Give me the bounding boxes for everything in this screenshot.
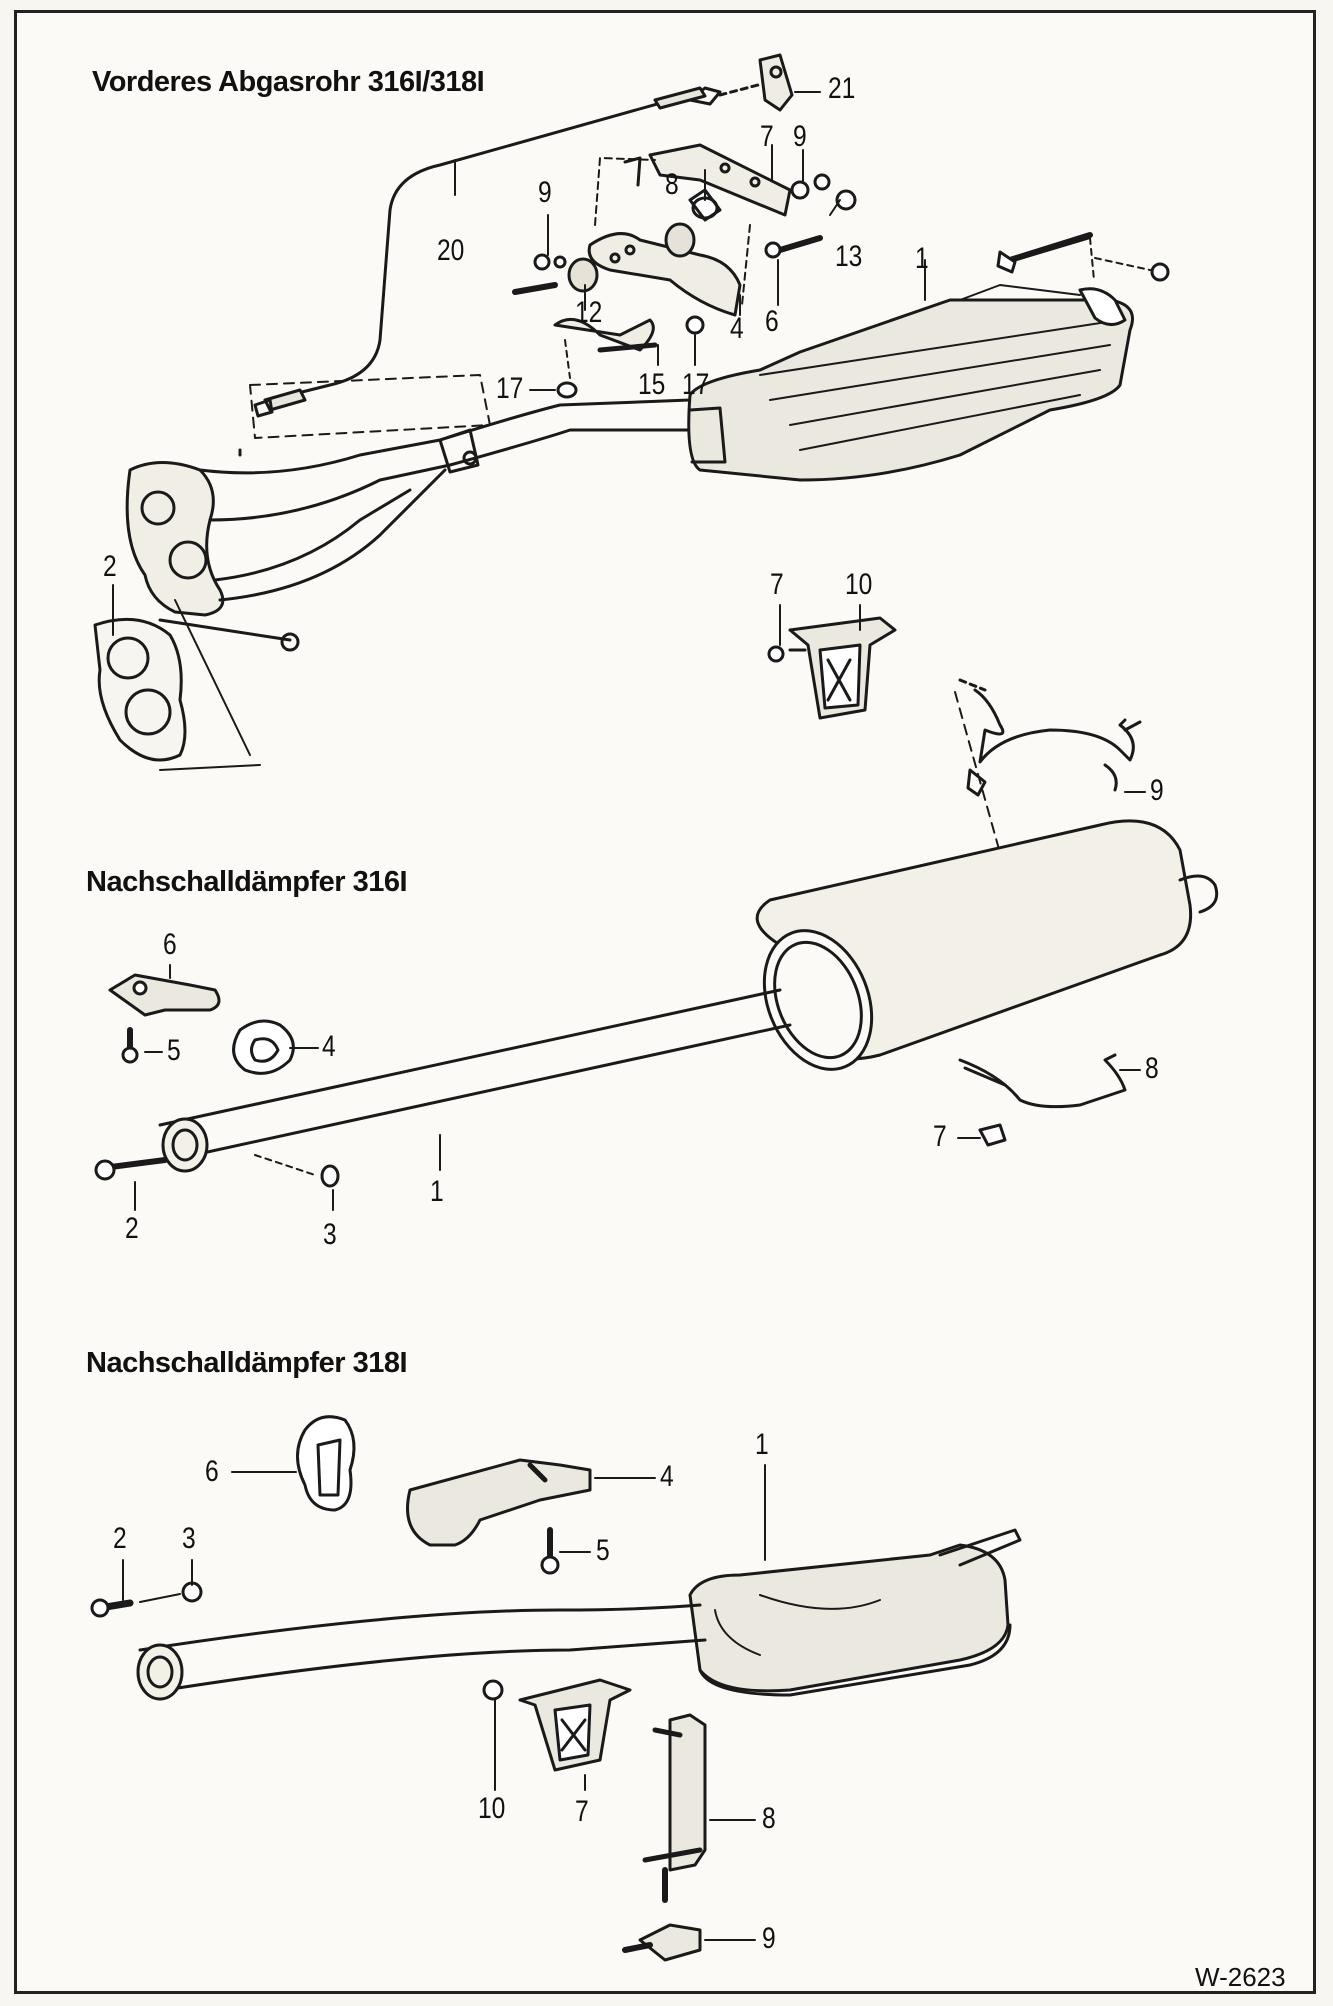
figure-id: W-2623 [1195,1962,1286,1992]
gasket-2 [93,599,300,771]
callout-label: 7 [760,120,774,153]
callout-label: 9 [793,120,807,153]
callout-label: 1 [915,242,929,275]
callout-label: 17 [496,372,524,405]
rear-318-hanger-7 [482,1678,632,1772]
callout-label: 10 [845,568,873,601]
callout-label: 9 [538,176,552,209]
callout-label: 2 [103,550,117,583]
rear-316-rubber-4 [232,1019,295,1075]
rear-318-bracket-4 [406,1458,592,1575]
callout-label: 6 [765,305,779,338]
rear-318-bolt-2-nut-3 [90,1581,203,1618]
callout-label: 9 [762,1922,776,1955]
lambda-sensor-cable [253,86,722,418]
callout-label: 5 [596,1534,610,1567]
callout-label: 17 [682,368,710,401]
rear-318-silencer-1 [136,1528,1022,1701]
callout-label: 2 [113,1522,127,1555]
bracket-assembly [512,143,857,399]
front-silencer-1 [687,237,1134,482]
callout-label: 7 [575,1795,589,1828]
callout-label: 15 [638,368,666,401]
bracket-21 [718,53,794,112]
section-title-rear-318: Nachschalldämpfer 318I [86,1347,408,1379]
callout-label: 13 [835,240,863,273]
rear-316-silencer [94,819,1219,1188]
rear-316-hanger-top [767,616,897,720]
rear-316-lower-strap [958,1053,1127,1147]
section-title-front-pipe: Vorderes Abgasrohr 316I/318I [92,66,485,98]
callout-label: 21 [828,72,856,105]
rear-318-bracket-8 [642,1713,707,1903]
front-pipe [125,398,692,617]
callout-label: 8 [1145,1052,1159,1085]
callout-label: 3 [182,1522,196,1555]
callout-label: 9 [1150,774,1164,807]
callout-label: 1 [430,1175,444,1208]
callout-label: 1 [755,1428,769,1461]
callout-label: 7 [933,1120,947,1153]
callout-label: 4 [730,312,744,345]
callout-label: 5 [167,1034,181,1067]
callout-label: 7 [770,568,784,601]
rear-316-bracket-6 [108,973,221,1064]
callout-label: 3 [323,1218,337,1251]
rear-318-rubber-6 [296,1415,356,1512]
callout-label: 20 [437,234,465,267]
callout-label: 12 [575,296,603,329]
section-title-rear-316: Nachschalldämpfer 316I [86,866,408,898]
callout-label: 10 [478,1792,506,1825]
rear-316-strap [954,678,1142,861]
callout-label: 4 [322,1030,336,1063]
leader-lines [112,91,1146,1941]
callout-label: 6 [205,1455,219,1488]
callout-label: 2 [125,1212,139,1245]
callout-label: 8 [762,1802,776,1835]
callout-label: 8 [665,168,679,201]
callout-label: 6 [163,928,177,961]
rear-318-clamp-9 [622,1923,702,1962]
callout-label: 4 [660,1460,674,1493]
